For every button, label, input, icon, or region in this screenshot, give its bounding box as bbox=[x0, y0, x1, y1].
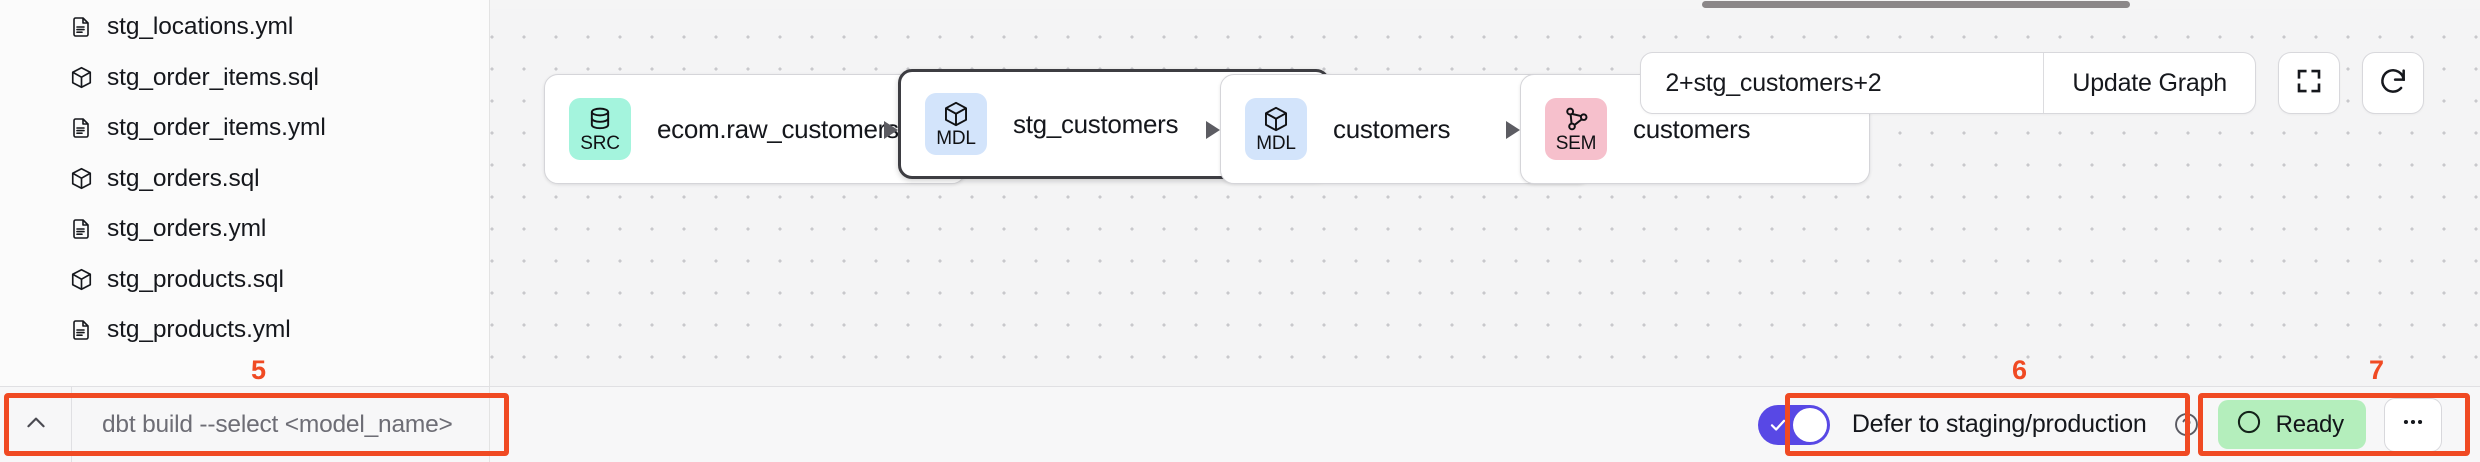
lineage-node[interactable]: SRC ecom.raw_customers bbox=[544, 74, 966, 184]
node-type-badge: SRC bbox=[569, 98, 631, 160]
file-tree-sidebar: stg_locations.yml stg_order_items.sql stg_… bbox=[0, 0, 490, 386]
yml-file-icon bbox=[68, 317, 94, 343]
graph-selector-group: Update Graph bbox=[1640, 52, 2256, 114]
status-badge-label: Ready bbox=[2275, 410, 2345, 438]
node-label: customers bbox=[1633, 113, 1751, 144]
file-name-label: stg_orders.yml bbox=[107, 215, 267, 243]
command-bar bbox=[0, 387, 490, 462]
main-body: stg_locations.yml stg_order_items.sql stg_… bbox=[0, 0, 2480, 386]
circle-icon bbox=[2236, 409, 2262, 440]
file-list-item[interactable]: stg_orders.yml bbox=[0, 204, 489, 255]
file-list-item[interactable]: stg_order_items.sql bbox=[0, 53, 489, 104]
command-bar-collapse-button[interactable] bbox=[0, 387, 72, 462]
cube-icon bbox=[1262, 105, 1290, 133]
node-label: ecom.raw_customers bbox=[657, 113, 899, 144]
node-type-badge: SEM bbox=[1545, 98, 1607, 160]
node-label: customers bbox=[1333, 113, 1451, 144]
file-name-label: stg_order_items.sql bbox=[107, 63, 319, 91]
fullscreen-icon bbox=[2294, 66, 2324, 101]
node-type-badge: MDL bbox=[925, 93, 987, 155]
sql-model-icon bbox=[68, 166, 94, 192]
sql-model-icon bbox=[68, 65, 94, 91]
defer-toggle[interactable] bbox=[1757, 404, 1830, 445]
edge-arrowhead bbox=[884, 121, 898, 139]
more-options-button[interactable] bbox=[2384, 397, 2442, 452]
node-label: stg_customers bbox=[1013, 108, 1179, 139]
file-name-label: stg_products.sql bbox=[107, 265, 284, 293]
refresh-icon bbox=[2377, 65, 2409, 102]
update-graph-button[interactable]: Update Graph bbox=[2044, 53, 2255, 113]
cube-icon bbox=[942, 100, 970, 128]
chevron-up-icon bbox=[23, 410, 49, 439]
file-name-label: stg_products.yml bbox=[107, 316, 291, 344]
yml-file-icon bbox=[68, 216, 94, 242]
ellipsis-icon bbox=[2400, 409, 2426, 440]
status-badge[interactable]: Ready bbox=[2217, 400, 2366, 449]
help-circle-icon[interactable] bbox=[2173, 411, 2200, 438]
file-name-label: stg_order_items.yml bbox=[107, 114, 326, 142]
edge-arrowhead bbox=[1206, 121, 1220, 139]
file-list-item[interactable]: stg_products.yml bbox=[0, 305, 489, 356]
file-list-item[interactable]: stg_orders.sql bbox=[0, 154, 489, 205]
edge-arrowhead bbox=[1506, 121, 1520, 139]
toggle-knob bbox=[1792, 407, 1827, 442]
graph-toolbar: Update Graph bbox=[1640, 52, 2424, 114]
node-badge-label: SRC bbox=[580, 133, 620, 154]
check-icon bbox=[1769, 416, 1787, 439]
node-type-badge: MDL bbox=[1245, 98, 1307, 160]
yml-file-icon bbox=[68, 115, 94, 141]
network-icon bbox=[1562, 105, 1590, 133]
status-region: Defer to staging/production Ready bbox=[490, 387, 2480, 462]
node-badge-label: MDL bbox=[936, 128, 976, 149]
yml-file-icon bbox=[68, 14, 94, 40]
node-badge-label: SEM bbox=[1555, 133, 1597, 154]
database-icon bbox=[586, 105, 614, 133]
file-list-item[interactable]: stg_products.sql bbox=[0, 255, 489, 306]
canvas-horizontal-scrollbar[interactable] bbox=[490, 0, 2480, 9]
refresh-button[interactable] bbox=[2362, 52, 2424, 114]
defer-toggle-group: Defer to staging/production bbox=[1757, 404, 2200, 445]
node-badge-label: MDL bbox=[1256, 133, 1296, 154]
fullscreen-button[interactable] bbox=[2278, 52, 2340, 114]
file-list-item[interactable]: stg_order_items.yml bbox=[0, 103, 489, 154]
bottom-status-bar: Defer to staging/production Ready bbox=[0, 386, 2480, 462]
graph-selector-input[interactable] bbox=[1641, 53, 2044, 113]
command-input[interactable] bbox=[72, 410, 489, 439]
scrollbar-thumb[interactable] bbox=[1702, 1, 2130, 8]
sql-model-icon bbox=[68, 267, 94, 293]
lineage-canvas[interactable]: Update Graph bbox=[490, 0, 2480, 386]
file-list: stg_locations.yml stg_order_items.sql stg_… bbox=[0, 0, 489, 356]
file-list-item[interactable]: stg_locations.yml bbox=[0, 2, 489, 53]
file-name-label: stg_orders.sql bbox=[107, 164, 260, 192]
toolbar-divider bbox=[2043, 53, 2045, 113]
file-name-label: stg_locations.yml bbox=[107, 13, 294, 41]
defer-label: Defer to staging/production bbox=[1851, 410, 2147, 438]
